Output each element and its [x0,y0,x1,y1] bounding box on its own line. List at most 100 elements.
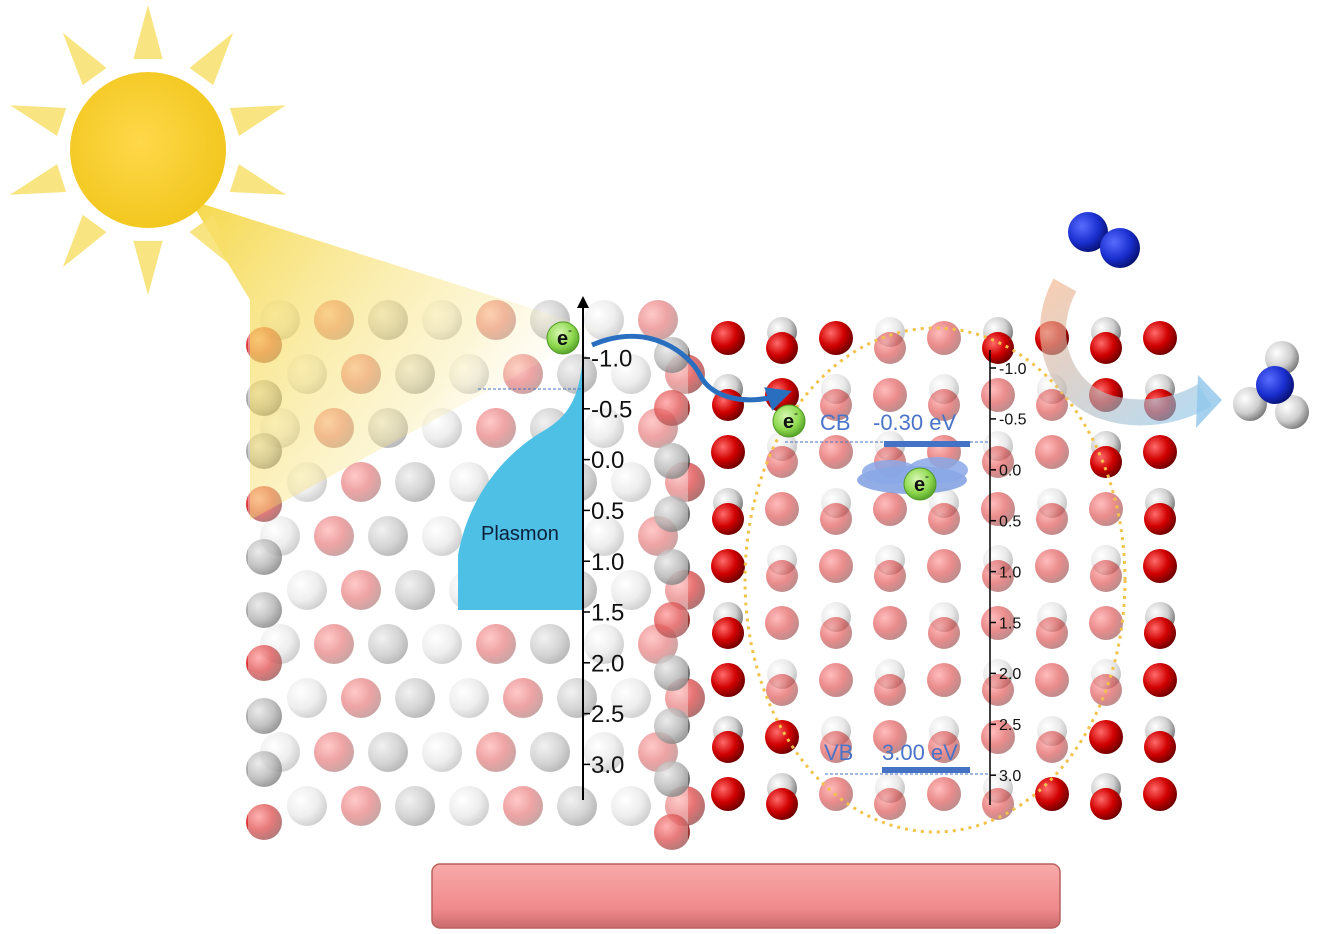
axis-tick-label: 1.0 [999,564,1021,581]
electron-label: e [914,474,925,496]
lattice-atom [584,732,624,772]
sun-ray [133,5,163,60]
lattice-atom [476,624,516,664]
oxygen-atom [711,549,745,583]
conversion-arrow-head [1196,375,1222,428]
lattice-atom [341,570,381,610]
electron-charge: - [925,469,929,483]
electron-transfer-arrow [591,333,792,411]
lattice-atom [368,732,408,772]
lattice-atom [476,408,516,448]
oxygen-atom [820,503,852,535]
lattice-atom [246,804,282,840]
dotted-ellipse [743,326,1127,834]
oxygen-atom [766,674,798,706]
lattice-atom [395,570,435,610]
oxygen-atom [819,549,853,583]
oxygen-atom [711,435,745,469]
oxygen-atom [711,663,745,697]
lattice-atom [557,354,597,394]
oxygen-atom [1089,606,1123,640]
oxygen-atom [820,731,852,763]
lattice-atom [314,624,354,664]
substrate-slab [431,863,1061,929]
oxygen-atom [874,674,906,706]
oxygen-atom [873,606,907,640]
electron-icon: e- [772,404,806,438]
vb-level-bar [882,767,970,773]
lattice-atom [654,602,690,638]
lattice-atom [638,300,678,340]
oxygen-atom [1144,503,1176,535]
sun-icon [10,5,286,295]
oxygen-atom [765,720,799,754]
oxygen-atom [1036,617,1068,649]
oxygen-atom [1090,788,1122,820]
oxygen-atom [819,663,853,697]
lattice-atom [654,655,690,691]
vb-value: 3.00 eV [882,740,958,765]
lattice-atom [654,443,690,479]
lattice-atom [341,786,381,826]
lattice-atom [654,337,690,373]
electron-icon: e- [546,321,580,355]
lattice-atom [246,698,282,734]
oxygen-atom [819,321,853,355]
lattice-atom [422,732,462,772]
oxygen-atom [712,731,744,763]
oxygen-atom [1089,720,1123,754]
lattice-atom [246,539,282,575]
oxygen-atom [766,788,798,820]
axis-tick-label: 0.5 [999,513,1021,530]
oxygen-atom [1090,332,1122,364]
lattice-atom [341,462,381,502]
lattice-atom [530,732,570,772]
plasmon-label: Plasmon [481,523,559,545]
lattice-atom [368,624,408,664]
lattice-atom [611,786,651,826]
vb-label: VB [824,740,853,765]
axis-tick-label: 3.0 [591,752,624,779]
oxygen-atom [874,788,906,820]
axis-tick-label: -1.0 [999,361,1027,378]
oxygen-atom [711,321,745,355]
axis-tick-label: 0.5 [591,498,624,525]
lattice-atom [557,678,597,718]
oxygen-atom [766,560,798,592]
oxygen-atom [927,777,961,811]
oxygen-atom [819,435,853,469]
lattice-atom [341,678,381,718]
oxygen-atom [927,321,961,355]
lattice-atom [584,516,624,556]
oxygen-atom [873,492,907,526]
lattice-atom [314,732,354,772]
lattice-atom [476,732,516,772]
lattice-atom [287,786,327,826]
axis-tick-label: 2.0 [591,650,624,677]
oxygen-atom [928,617,960,649]
oxygen-atom [1090,446,1122,478]
lattice-atom [422,624,462,664]
left-axis-ticks: -1.0-0.50.00.51.01.52.02.53.0 [583,346,632,779]
oxygen-atom [1035,663,1069,697]
oxygen-atom [1143,663,1177,697]
lattice-atom [557,786,597,826]
oxygen-atom [820,389,852,421]
lattice-atom [449,786,489,826]
electrons: e-e-e- [546,321,937,501]
lattice-atom [611,678,651,718]
sun-ray [189,32,234,86]
axis-tick-label: -0.5 [591,396,632,423]
axis-tick-label: 2.5 [999,717,1021,734]
oxygen-atom [928,389,960,421]
lattice-atom [395,462,435,502]
oxygen-atom [928,731,960,763]
lattice-atom [422,516,462,556]
oxygen-atom [1035,435,1069,469]
oxygen-atom [874,332,906,364]
lattice-atom [654,708,690,744]
oxygen-atom [712,617,744,649]
oxygen-atom [1036,503,1068,535]
sun-ray [229,105,286,136]
